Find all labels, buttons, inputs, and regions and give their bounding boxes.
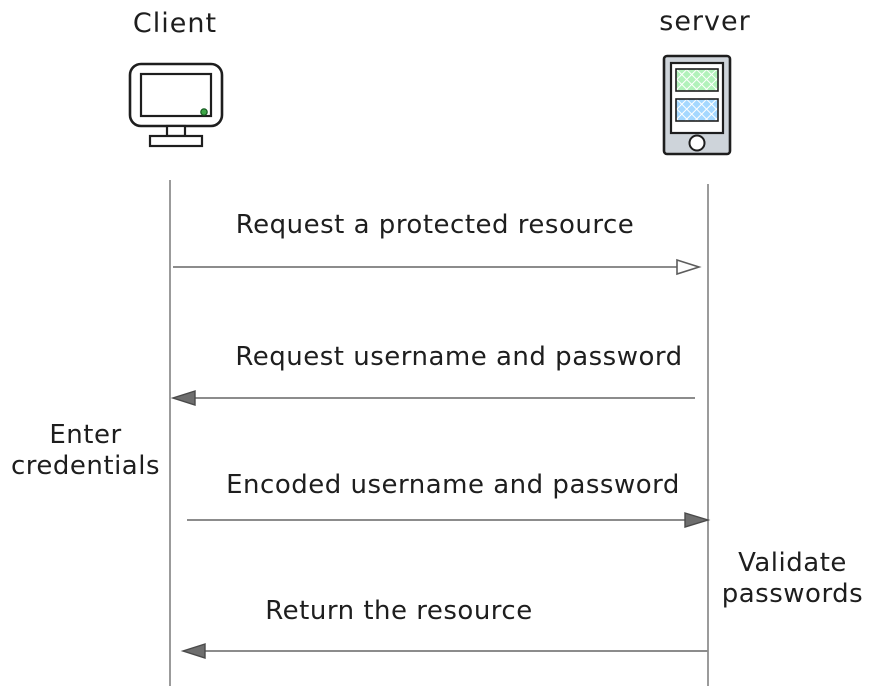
green-hatched-panel-icon xyxy=(675,68,719,92)
server-actor-label: server xyxy=(659,6,751,37)
message-label: Return the resource xyxy=(265,596,533,626)
hollow-arrowhead-icon xyxy=(676,258,702,276)
message-arrow-left xyxy=(180,643,708,659)
message-arrow-right xyxy=(187,512,711,528)
desktop-computer-icon xyxy=(128,62,224,148)
message-arrow-right xyxy=(173,258,702,276)
client-actor-label: Client xyxy=(132,8,218,39)
filled-arrowhead-icon xyxy=(684,512,711,528)
message-label: Request username and password xyxy=(235,342,683,372)
validate-passwords-note: Validate passwords xyxy=(721,548,864,610)
client-lifeline xyxy=(169,180,171,686)
power-led-icon xyxy=(200,108,208,116)
enter-credentials-note: Enter credentials xyxy=(10,420,160,482)
filled-arrowhead-icon xyxy=(171,390,196,406)
server-tablet-icon xyxy=(662,54,732,156)
message-arrow-left xyxy=(171,390,695,406)
message-label: Request a protected resource xyxy=(235,210,635,240)
home-button-icon xyxy=(688,134,706,152)
filled-arrowhead-icon xyxy=(180,643,206,659)
blue-hatched-panel-icon xyxy=(675,98,719,122)
server-lifeline xyxy=(707,184,709,686)
message-label: Encoded username and password xyxy=(226,470,680,500)
